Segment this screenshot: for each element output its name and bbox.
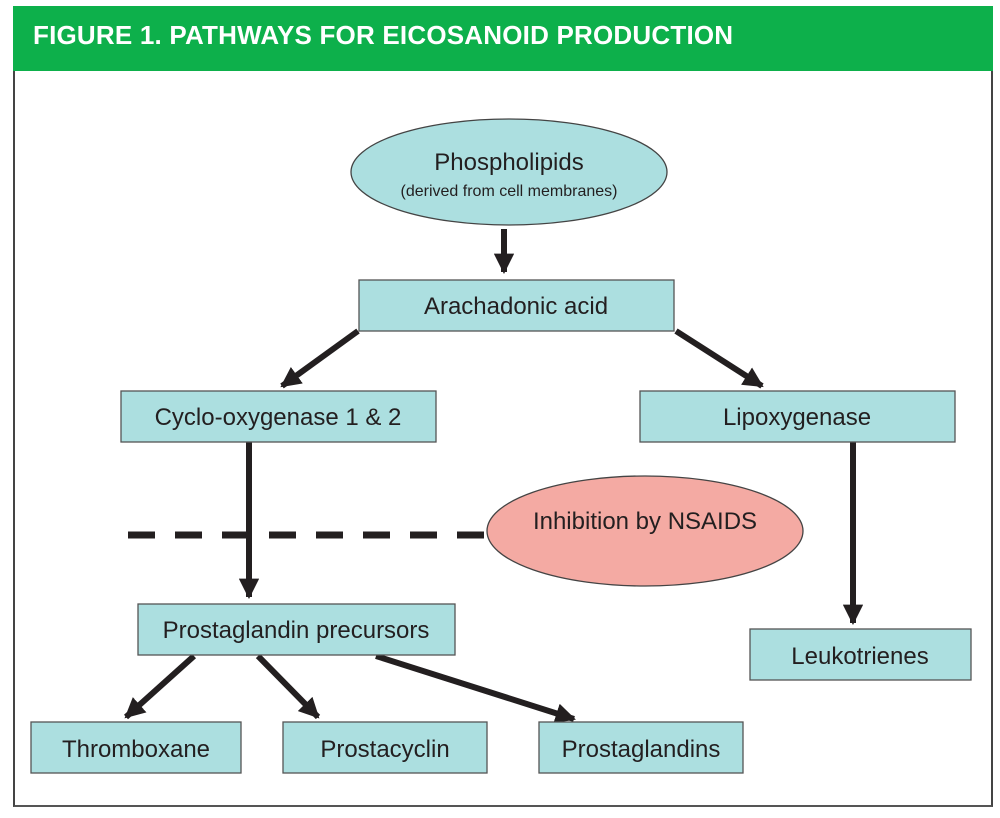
node-label: Leukotrienes — [791, 643, 928, 670]
figure-frame — [13, 71, 993, 807]
node-thromboxane: Thromboxane — [30, 721, 242, 774]
node-label: Lipoxygenase — [723, 404, 871, 431]
node-label: Prostacyclin — [320, 736, 449, 763]
node-sublabel: (derived from cell membranes) — [401, 183, 618, 200]
node-inhibition-by-nsaids: Inhibition by NSAIDS — [486, 475, 804, 587]
node-label: Prostaglandin precursors — [163, 617, 430, 644]
node-label: Thromboxane — [62, 736, 210, 763]
edge-pg-prostaglandins — [375, 653, 576, 724]
node-phospholipids: Phospholipids (derived from cell membran… — [350, 118, 668, 226]
figure-title: FIGURE 1. PATHWAYS FOR EICOSANOID PRODUC… — [33, 20, 734, 50]
node-cyclo-oxygenase: Cyclo-oxygenase 1 & 2 — [120, 390, 437, 443]
node-prostacyclin: Prostacyclin — [282, 721, 488, 774]
edge-pg-prostacyclin — [255, 653, 321, 720]
node-label: Inhibition by NSAIDS — [533, 508, 757, 535]
node-label: Cyclo-oxygenase 1 & 2 — [155, 404, 402, 431]
figure-header: FIGURE 1. PATHWAYS FOR EICOSANOID PRODUC… — [13, 6, 993, 71]
node-prostaglandins: Prostaglandins — [538, 721, 744, 774]
node-arachadonic-acid: Arachadonic acid — [358, 279, 675, 332]
node-leukotrienes: Leukotrienes — [749, 628, 972, 681]
node-prostaglandin-precursors: Prostaglandin precursors — [137, 603, 456, 656]
node-label: Prostaglandins — [562, 736, 721, 763]
node-label: Phospholipids — [434, 149, 583, 176]
edge-arachadonic-lipox — [674, 328, 764, 389]
node-lipoxygenase: Lipoxygenase — [639, 390, 956, 443]
node-label: Arachadonic acid — [424, 293, 608, 320]
edge-pg-thromboxane — [123, 653, 197, 720]
edge-arachadonic-cox — [280, 328, 360, 389]
